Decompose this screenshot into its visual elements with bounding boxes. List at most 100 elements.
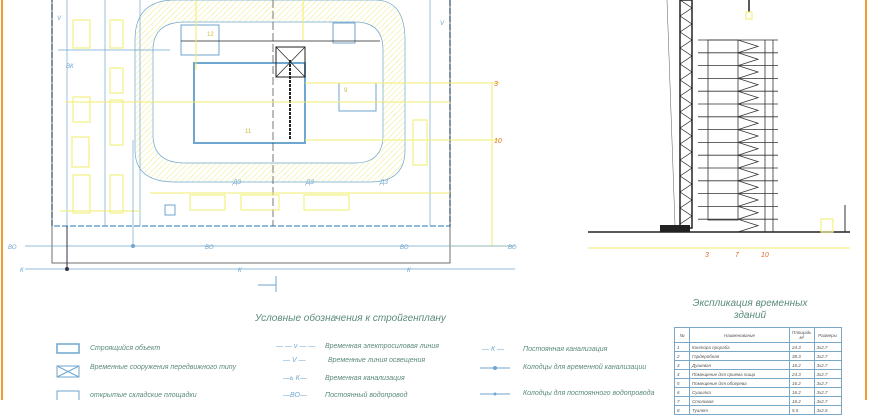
table-cell: 16.2 [789,396,815,406]
legend-symbol: —ь К— [283,375,307,382]
table-cell: Гардеробная [689,351,790,361]
stair-flight [737,142,760,156]
table-cell: 3х2.7 [813,360,842,370]
table-cell: 3 [674,360,690,370]
legend-symbol: — — ν — — [276,343,316,350]
stair-flight [737,206,760,220]
label-v: V [440,21,445,27]
legend-label: Временные линия освещения [328,357,426,364]
label-vo: ВО [400,245,409,251]
label-dz: ДЗ [379,180,388,186]
table-cell: 8 [674,405,690,415]
table-cell: Помещение для обогрева [689,378,790,388]
stair-flight [737,193,760,207]
table-cell: 38.3 [789,351,815,361]
label-building-9: 9 [344,88,348,94]
legend-symbol: — V — [283,357,306,364]
building-under-construction [193,62,306,144]
label-k: К [407,268,411,274]
legend-symbol: —ВО— [283,392,307,399]
table-cell: 2 [674,351,690,361]
label-v: V [57,16,62,22]
stair-flight [737,103,760,118]
column-header: № [674,327,690,343]
legend-symbols [56,343,510,400]
table-cell: 16.2 [789,387,815,397]
stair-flight [737,180,760,194]
label-vk: ВК [66,64,74,70]
table-cell: Сушилка [689,387,790,397]
axis-label-3: 3 [494,81,498,88]
temp-building-12 [180,24,220,56]
axis-label-7: 7 [735,252,740,259]
legend-label: Колодцы для постоянного водопровода [523,390,655,397]
legend-label: Временные сооружения передвижного типу [90,364,237,371]
table-cell: 6 [674,387,690,397]
legend-label: Строящийся объект [90,345,161,352]
legend-label: Временная канализация [325,375,405,382]
label-dz: ДЗ [232,180,241,186]
axis-label-3: 3 [705,252,709,259]
label-building-11: 11 [245,129,252,135]
table-cell: Столовая [689,396,790,406]
stair-flight [737,116,760,130]
stair-flight [737,65,760,79]
stair-flight [737,90,760,105]
table-cell: 16.2 [789,360,815,370]
table-cell: 24.3 [789,369,815,379]
label-vo: ВО [508,245,517,251]
table-cell: 3х2.7 [813,378,842,388]
temporary-road [134,0,406,183]
table-cell: 4 [674,369,690,379]
table-cell: Туалет [689,405,790,415]
label-dz: ДЗ [305,180,314,186]
explication-title: Экспликация временных зданий [692,298,808,321]
stair-flight [737,154,760,169]
stair-flight [737,39,760,54]
elevation-view: 3 7 10 [588,0,850,259]
table-cell: 7 [674,396,690,406]
column-header: Площадь м² [789,327,815,343]
column-header: Размеры [813,327,842,343]
stair-flight [737,129,760,143]
column-header: Наименование [689,327,790,343]
table-cell: 3х2.7 [813,387,842,397]
sheet-border-right [865,0,867,400]
table-cell: 3х2.5 [813,405,842,415]
label-building-12: 12 [207,32,214,38]
building-elevation [698,39,778,233]
sheet-border-left [1,0,3,400]
legend-label: Временная электросиловая линия [325,343,440,350]
label-vo: ВО [205,245,214,251]
legend-label: Постоянный водопровод [325,392,408,399]
table-cell: Помещение для приема пищи [689,369,790,379]
crane-mast [679,0,693,229]
table-cell: 3х2.7 [813,351,842,361]
legend-title: Условные обозначения к стройгенплану [255,313,446,324]
table-cell: Душевая [689,360,790,370]
table-cell: 24.3 [789,342,815,352]
axis-label-10: 10 [494,138,502,145]
table-cell: 1 [674,342,690,352]
legend-label: Колодцы для временной канализации [523,364,647,371]
site-boundary [51,0,451,264]
stair-flight [737,52,760,66]
table-cell: 5 [674,378,690,388]
stair-flight [737,218,760,233]
axis-label-10: 10 [761,252,769,259]
table-cell: 3х2.7 [813,342,842,352]
legend-symbol: — К — [482,346,505,353]
table-cell: 3х2.7 [813,369,842,379]
table-cell: 16.2 [789,378,815,388]
legend-label: открытые складские площадки [90,392,197,399]
stair-flight [737,78,760,92]
label-vo: ВО [8,245,17,251]
